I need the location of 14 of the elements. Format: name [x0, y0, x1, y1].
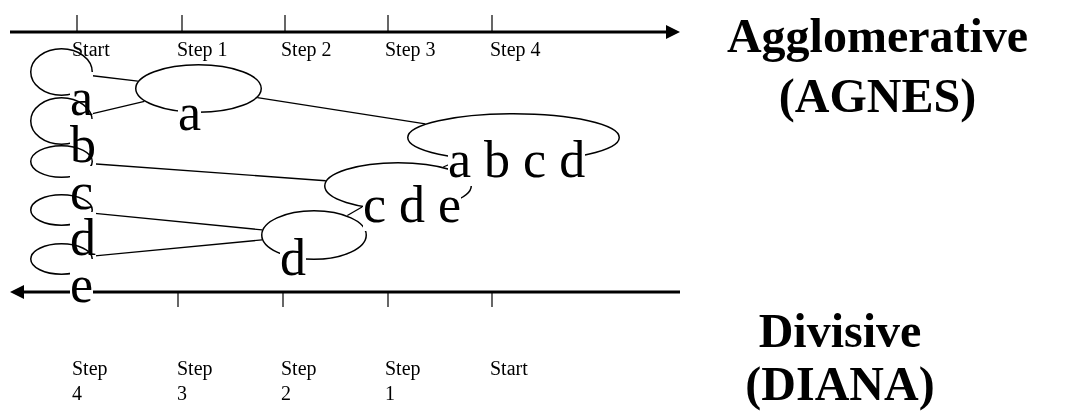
- step-label: Step 4: [72, 356, 109, 406]
- connector-line: [346, 206, 363, 217]
- connector-line: [256, 97, 426, 125]
- step-label: Step 4: [490, 37, 541, 63]
- method-title: Agglomerative (AGNES): [725, 8, 1030, 124]
- step-label: Step 1: [385, 356, 422, 406]
- step-label: Step 2: [281, 356, 318, 406]
- step-label: Start: [72, 37, 110, 62]
- step-label: Step 1: [177, 37, 228, 63]
- step-label: Step 2: [281, 37, 332, 63]
- step-label: Start: [490, 356, 529, 381]
- method-title: Divisive (DIANA): [744, 305, 936, 411]
- step-label: Step 3: [385, 37, 436, 63]
- step-label: Step 3: [177, 356, 214, 406]
